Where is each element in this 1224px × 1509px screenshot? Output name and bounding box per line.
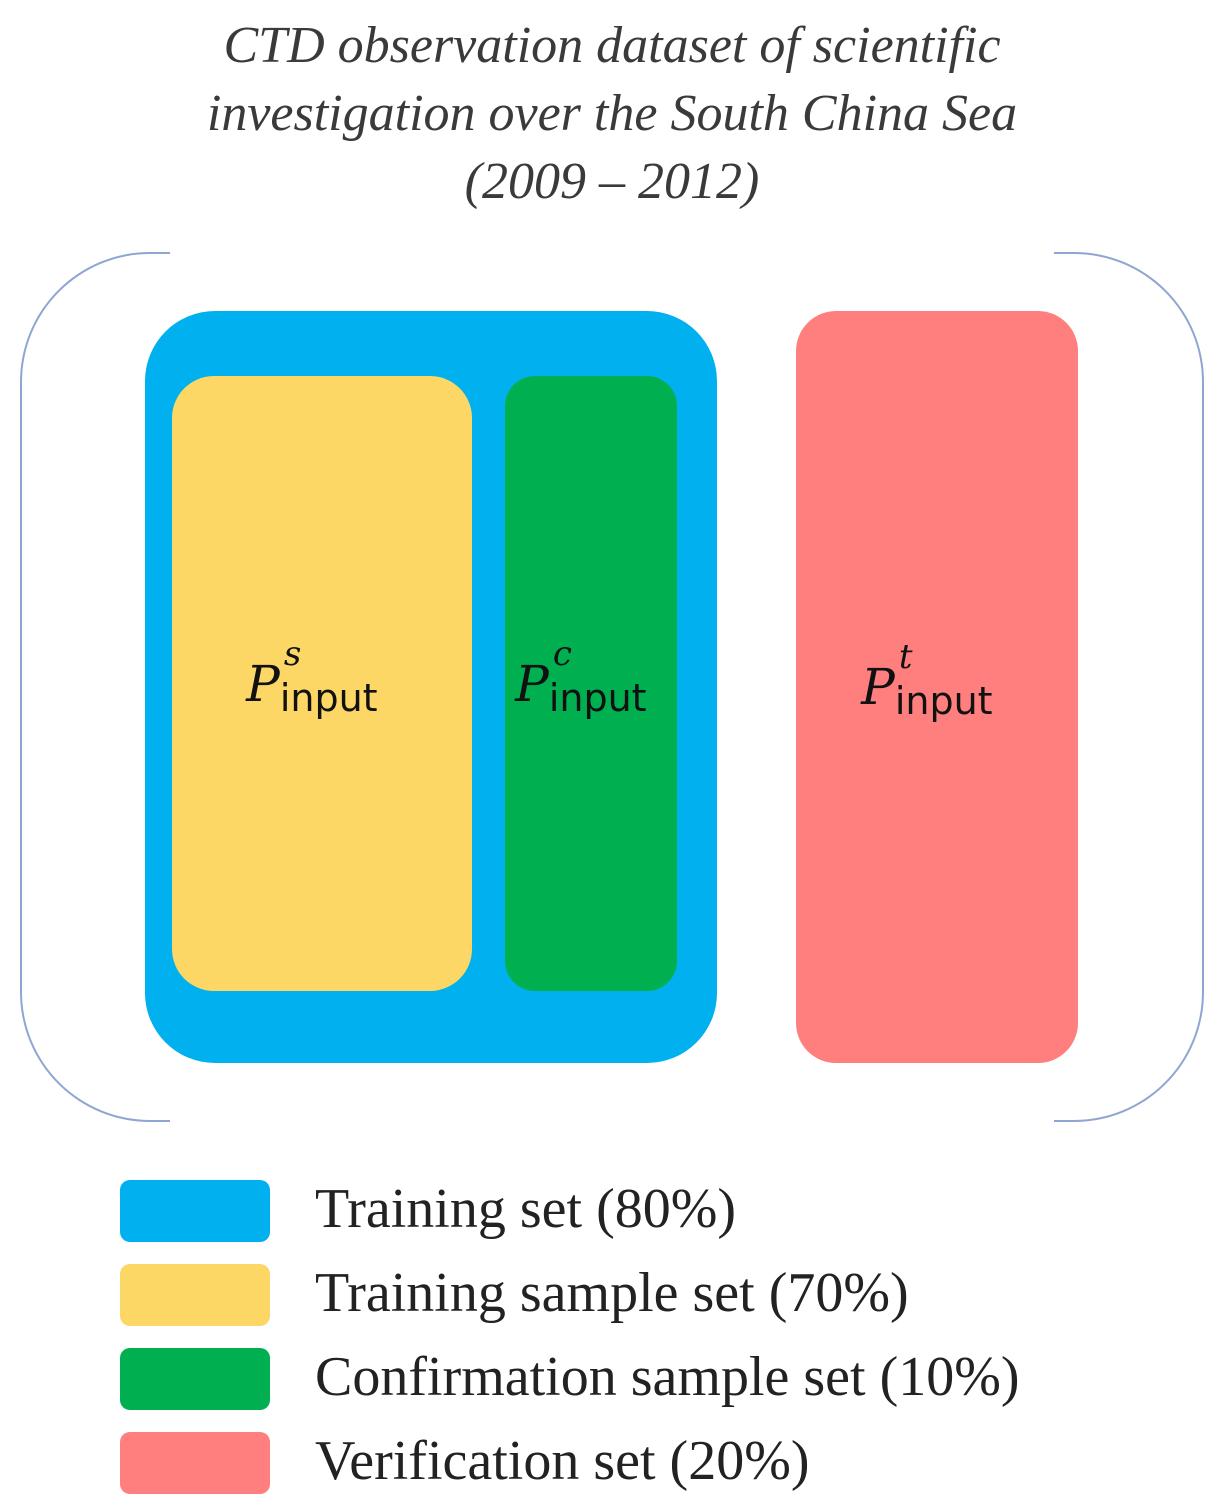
legend-label: Training set (80%): [315, 1178, 737, 1240]
symbol-base: P: [246, 654, 280, 713]
symbol-base: P: [861, 658, 895, 716]
symbol-subscript: input: [894, 679, 993, 723]
legend-swatch: [120, 1432, 270, 1494]
title-line-3: (2009 – 2012): [464, 153, 760, 210]
legend-item-training-set: Training set (80%): [120, 1178, 1180, 1242]
symbol-superscript: t: [898, 637, 913, 677]
title-line-1: CTD observation dataset of scientific: [223, 17, 1001, 74]
legend-item-training-sample-set: Training sample set (70%): [120, 1262, 1180, 1326]
legend-swatch: [120, 1180, 270, 1242]
legend-label: Confirmation sample set (10%): [315, 1346, 1020, 1408]
symbol-superscript: c: [552, 633, 572, 674]
legend-swatch: [120, 1264, 270, 1326]
symbol-subscript: input: [279, 675, 378, 720]
title-line-2: investigation over the South China Sea: [206, 85, 1018, 142]
diagram-title: CTD observation dataset of scientific in…: [0, 12, 1224, 216]
symbol-base: P: [515, 654, 549, 713]
legend-label: Training sample set (70%): [315, 1262, 909, 1324]
symbol-superscript: s: [283, 633, 302, 674]
legend-item-verification-set: Verification set (20%): [120, 1430, 1180, 1494]
legend-label: Verification set (20%): [315, 1430, 810, 1492]
legend-swatch: [120, 1348, 270, 1410]
legend-item-confirmation-sample-set: Confirmation sample set (10%): [120, 1346, 1180, 1410]
symbol-subscript: input: [548, 675, 647, 720]
